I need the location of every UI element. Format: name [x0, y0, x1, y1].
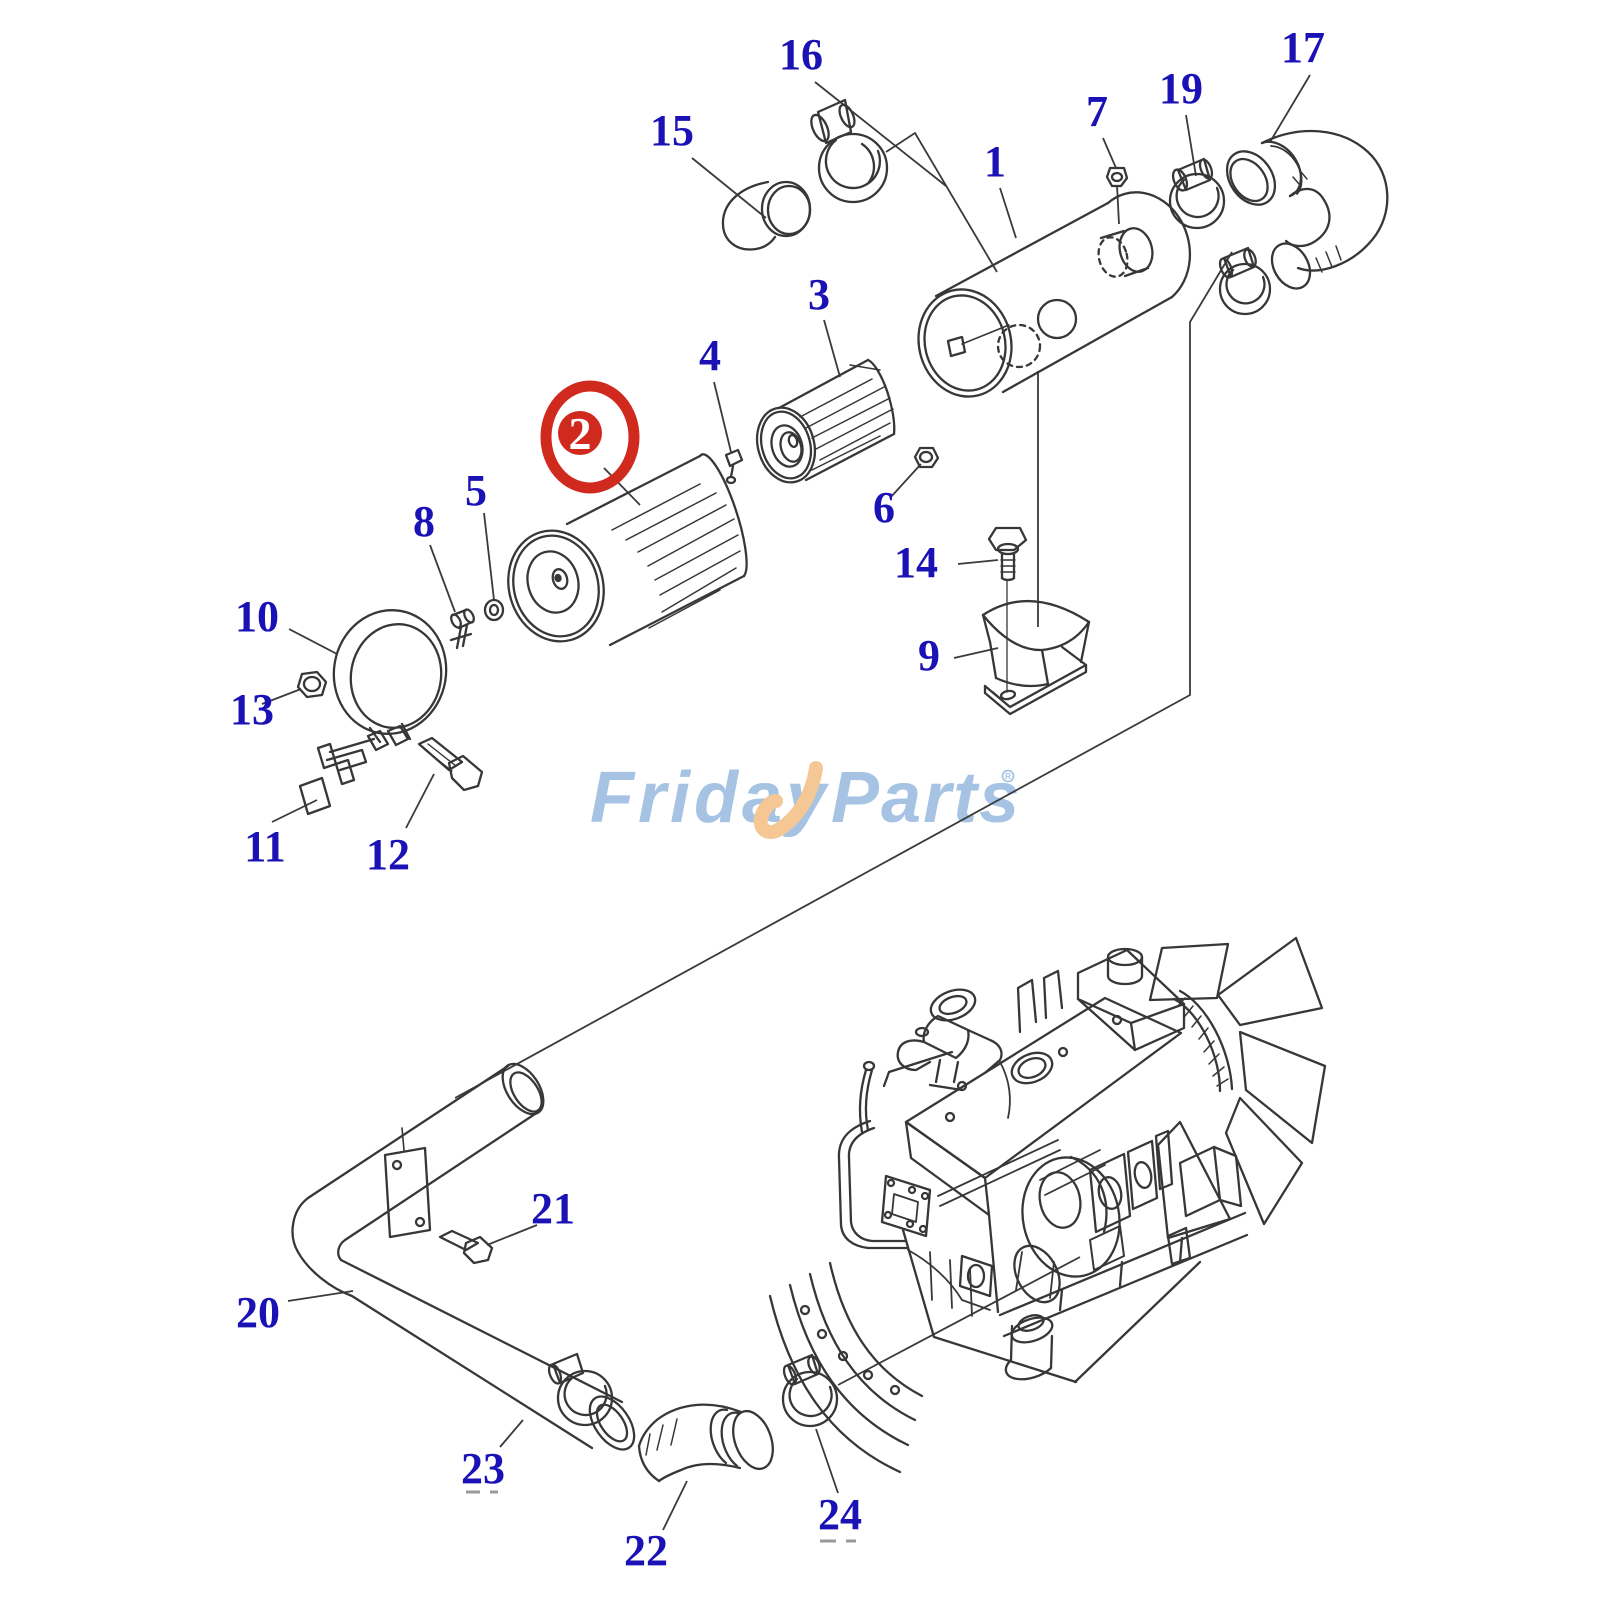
svg-text:21: 21	[531, 1184, 575, 1233]
svg-text:24: 24	[818, 1490, 862, 1539]
svg-text:14: 14	[894, 538, 938, 587]
svg-text:5: 5	[465, 466, 487, 515]
svg-text:4: 4	[699, 331, 721, 380]
svg-text:23: 23	[461, 1444, 505, 1493]
svg-text:13: 13	[230, 685, 274, 734]
svg-text:7: 7	[1086, 87, 1108, 136]
svg-text:1: 1	[984, 137, 1006, 186]
svg-text:16: 16	[779, 30, 823, 79]
svg-text:22: 22	[624, 1526, 668, 1575]
svg-text:R: R	[1005, 772, 1011, 781]
svg-text:11: 11	[244, 822, 286, 871]
svg-text:17: 17	[1281, 23, 1325, 72]
svg-text:20: 20	[236, 1288, 280, 1337]
svg-text:2: 2	[569, 408, 592, 459]
svg-text:3: 3	[808, 270, 830, 319]
svg-text:9: 9	[918, 631, 940, 680]
svg-text:Parts: Parts	[831, 758, 1021, 838]
svg-text:12: 12	[366, 830, 410, 879]
svg-text:15: 15	[650, 106, 694, 155]
svg-text:6: 6	[873, 483, 895, 532]
svg-text:8: 8	[413, 497, 435, 546]
svg-text:19: 19	[1159, 64, 1203, 113]
svg-text:10: 10	[235, 592, 279, 641]
